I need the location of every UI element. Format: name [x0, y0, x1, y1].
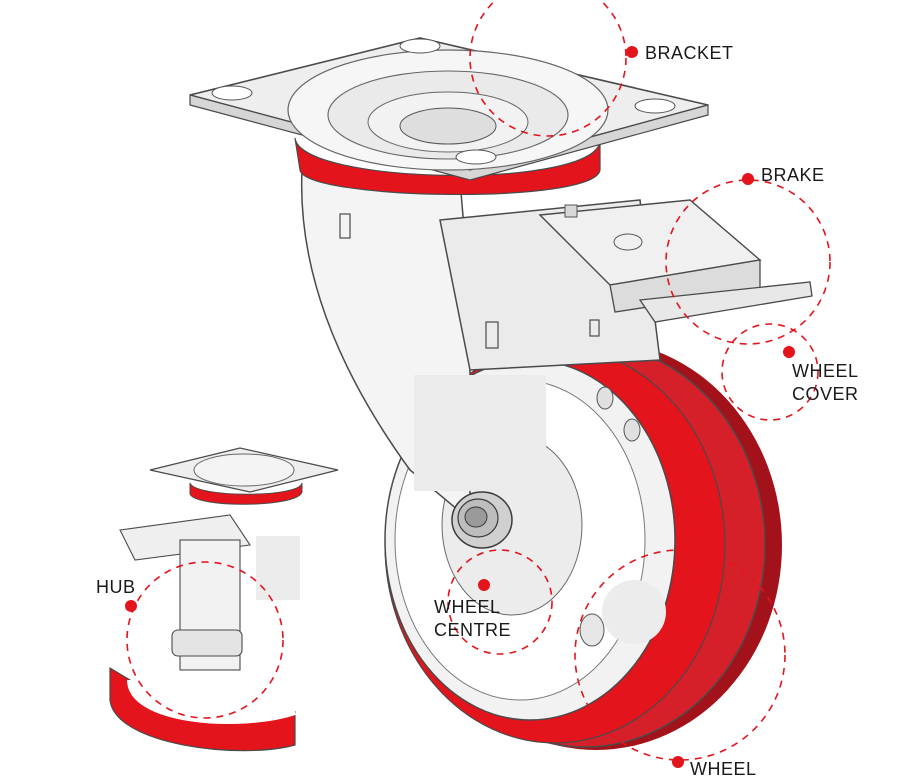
obscured-patch	[414, 375, 546, 491]
obscured-patch	[256, 536, 300, 600]
obscured-patch	[602, 580, 666, 644]
callout-dot-wheel	[672, 756, 684, 768]
callout-dot-bracket	[626, 46, 638, 58]
main-caster-illustration	[189, 37, 813, 750]
brake-assembly	[538, 199, 813, 323]
callout-circle-wheel	[574, 549, 786, 761]
callout-dot-wheel-centre	[478, 579, 490, 591]
label-brake: BRAKE	[761, 165, 825, 185]
label-bracket: BRACKET	[645, 43, 734, 63]
swivel-ring	[294, 137, 601, 196]
label-wheel-centre-line2: CENTRE	[434, 620, 512, 640]
callout-dot-wheel-cover	[783, 346, 795, 358]
callout-circle-wheel-centre	[447, 549, 553, 655]
callout-circle-bracket	[469, 0, 627, 137]
callout-circle-hub	[126, 561, 284, 719]
axle-nut	[451, 491, 513, 549]
label-hub: HUB	[96, 577, 136, 597]
label-wheel-cover-line1: WHEEL	[792, 361, 859, 381]
label-wheel-cover-line2: COVER	[792, 384, 859, 404]
callout-circle-brake	[665, 179, 831, 345]
inset-cutaway-illustration	[109, 447, 339, 752]
top-plate	[189, 37, 709, 181]
label-wheel-centre-line1: WHEEL	[434, 597, 501, 617]
callout-circle-wheel-cover	[721, 323, 819, 421]
label-wheel-bottom: WHEEL	[690, 759, 757, 779]
callout-dot-hub	[125, 600, 137, 612]
callout-dot-brake	[742, 173, 754, 185]
callout-circles	[126, 0, 831, 761]
